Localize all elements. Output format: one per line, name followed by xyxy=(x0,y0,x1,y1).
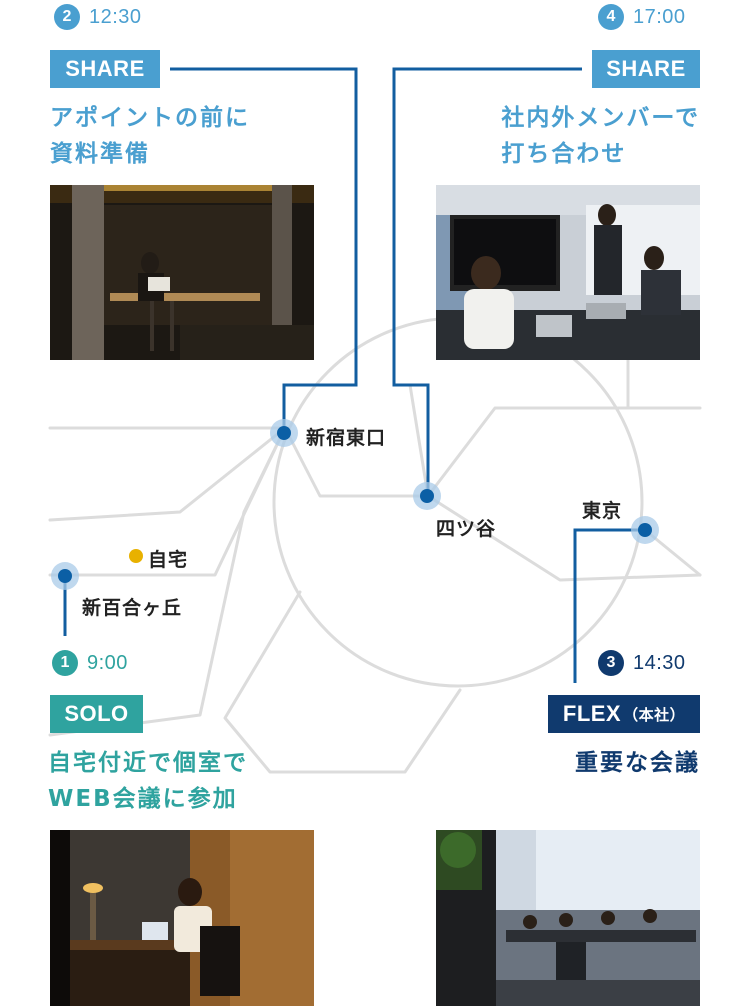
step-4-headline-line-1: 社内外メンバーで xyxy=(501,105,700,131)
step-1-type-badge: SOLO xyxy=(50,695,143,733)
step-4-type-badge: SHARE xyxy=(592,50,700,88)
step-2-number-badge: 2 xyxy=(54,4,80,30)
step-3-type-label: FLEX xyxy=(562,701,622,726)
step-1-time-row: 1 9:00 xyxy=(52,650,128,676)
connector-flex-1430 xyxy=(573,528,645,683)
step-2-headline-line-2: 資料準備 xyxy=(50,141,150,167)
step-4-headline: 社内外メンバーで 打ち合わせ xyxy=(501,100,700,172)
rail-line-i xyxy=(223,590,462,774)
connector-share-1230 xyxy=(170,67,358,433)
step-3-time-row: 3 14:30 xyxy=(598,650,686,676)
station-label-shinjuku: 新宿東口 xyxy=(306,427,387,449)
step-3-headline-line-1: 重要な会議 xyxy=(575,750,700,776)
step-3-headline: 重要な会議 xyxy=(575,745,700,781)
rail-line-d xyxy=(48,426,287,737)
step-3-type-sub: （本社） xyxy=(623,706,686,724)
booth-photo xyxy=(50,185,314,360)
rail-line-b xyxy=(48,426,287,522)
station-marker-shinyurigaoka xyxy=(51,562,79,590)
office-floor-photo xyxy=(436,830,700,1006)
step-1-headline-line-1: 自宅付近で個室で xyxy=(48,750,248,776)
rail-line-j xyxy=(408,383,430,498)
step-1-time: 9:00 xyxy=(87,651,128,674)
step-2-time-row: 2 12:30 xyxy=(54,4,142,30)
step-1-type-label: SOLO xyxy=(64,701,129,726)
step-1-headline: 自宅付近で個室で WEB会議に参加 xyxy=(48,745,248,817)
step-4-type-label: SHARE xyxy=(606,56,686,81)
step-3-type-badge: FLEX（本社） xyxy=(548,695,700,733)
step-2-type-label: SHARE xyxy=(65,56,145,81)
private-room-photo xyxy=(50,830,314,1006)
step-4-headline-line-2: 打ち合わせ xyxy=(501,141,627,167)
step-1-number-badge: 1 xyxy=(52,650,78,676)
step-4-number-badge: 4 xyxy=(598,4,624,30)
step-3-time: 14:30 xyxy=(633,651,686,674)
home-label: 自宅 xyxy=(148,549,189,571)
step-2-headline-line-1: アポイントの前に xyxy=(50,105,250,131)
station-label-yotsuya: 四ツ谷 xyxy=(436,518,497,540)
connector-share-1700 xyxy=(392,67,582,496)
step-4-time: 17:00 xyxy=(633,5,686,28)
step-3-number-badge: 3 xyxy=(598,650,624,676)
rail-line-f xyxy=(426,494,702,582)
step-4-time-row: 4 17:00 xyxy=(598,4,686,30)
step-2-time: 12:30 xyxy=(89,5,142,28)
rail-line-g xyxy=(426,406,702,498)
step-2-type-badge: SHARE xyxy=(50,50,160,88)
station-marker-shinjuku xyxy=(270,419,298,447)
station-label-shinyurigaoka: 新百合ヶ丘 xyxy=(82,597,183,619)
rail-line-e xyxy=(283,426,430,498)
station-marker-tokyo xyxy=(631,516,659,544)
step-1-headline-line-2: WEB会議に参加 xyxy=(48,786,238,812)
meeting-room-photo xyxy=(436,185,700,360)
step-2-headline: アポイントの前に 資料準備 xyxy=(50,100,250,172)
home-dot-icon xyxy=(129,549,143,563)
station-marker-yotsuya xyxy=(413,482,441,510)
station-label-tokyo: 東京 xyxy=(582,500,623,522)
